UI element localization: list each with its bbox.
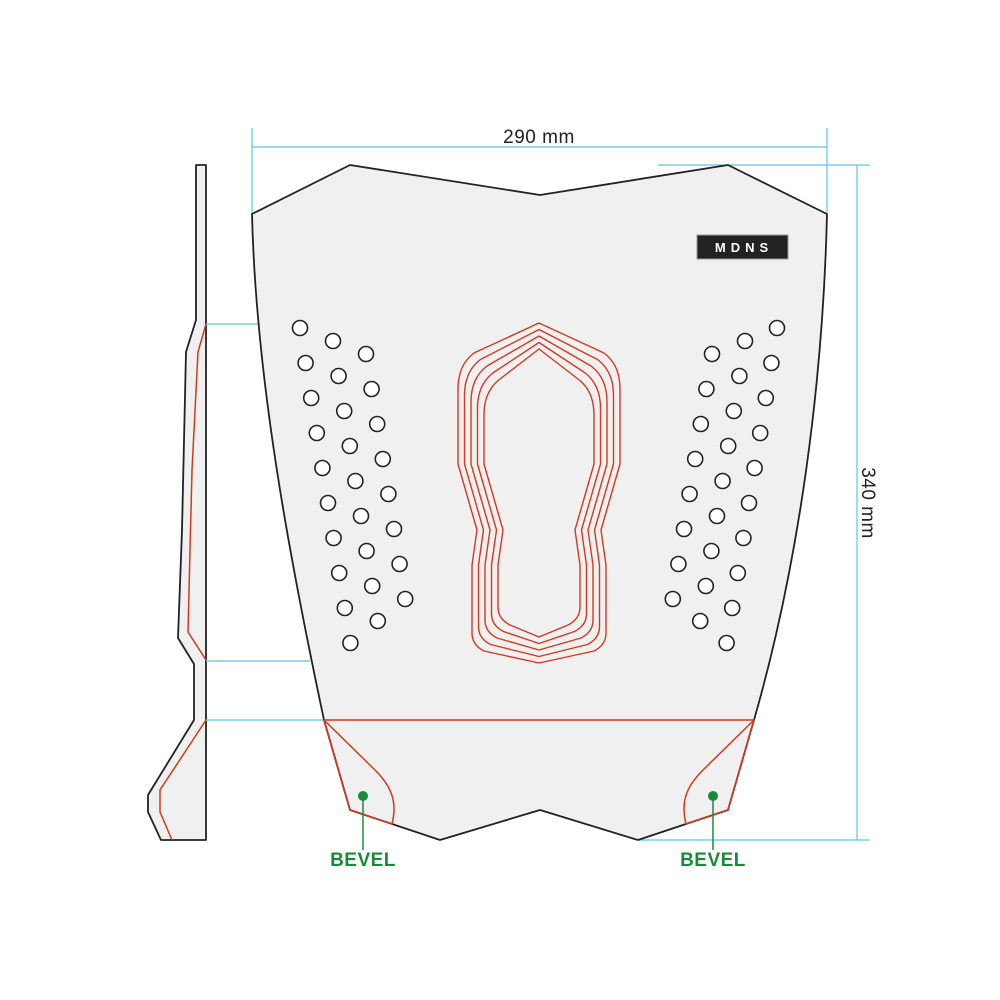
traction-hole-left — [369, 612, 387, 630]
traction-hole-left — [352, 507, 370, 525]
groove-ring — [476, 341, 602, 645]
traction-hole-right — [703, 345, 721, 363]
traction-hole-right — [736, 332, 754, 350]
traction-hole-right — [708, 507, 726, 525]
traction-hole-right — [697, 577, 715, 595]
traction-hole-left — [385, 520, 403, 538]
traction-hole-left — [358, 542, 375, 560]
logo-background — [696, 234, 789, 260]
traction-hole-left — [308, 424, 326, 442]
traction-hole-right — [718, 634, 735, 652]
side-profile-outline — [147, 164, 207, 841]
traction-hole-left — [325, 529, 342, 547]
width-dimension-label: 290 mm — [503, 127, 575, 148]
side-profile-arch-bevel — [187, 323, 207, 661]
traction-hole-right — [735, 529, 752, 547]
traction-hole-right — [670, 555, 687, 573]
traction-hole-right — [723, 599, 741, 617]
traction-hole-right — [692, 415, 710, 433]
bevel-right-area — [683, 719, 755, 825]
traction-hole-left — [391, 555, 408, 573]
traction-hole-right — [703, 542, 720, 560]
traction-hole-left — [374, 450, 392, 468]
groove-ring — [463, 328, 615, 658]
traction-hole-left — [336, 599, 354, 617]
bevel-callout-right: BEVEL — [680, 791, 746, 871]
groove-ring — [483, 348, 595, 638]
traction-hole-right — [675, 520, 693, 538]
traction-hole-right — [740, 494, 758, 512]
bevel-label-right: BEVEL — [680, 850, 746, 871]
traction-hole-left — [380, 485, 397, 503]
traction-hole-left — [342, 634, 359, 652]
traction-pad-top-view: MDNS — [251, 164, 828, 841]
traction-hole-left — [330, 367, 347, 385]
traction-hole-left — [368, 415, 386, 433]
traction-hole-left — [347, 472, 364, 490]
traction-hole-left — [314, 459, 331, 477]
side-profile-view — [147, 164, 207, 841]
traction-holes-left — [291, 319, 414, 652]
traction-hole-right — [746, 459, 763, 477]
logo-text: MDNS — [715, 240, 773, 255]
bevel-callout-left: BEVEL — [330, 791, 396, 871]
height-dimension-label: 340 mm — [857, 467, 878, 539]
traction-hole-right — [731, 367, 748, 385]
side-profile-kick-bevel — [159, 719, 207, 841]
groove-ring — [470, 335, 608, 651]
traction-hole-right — [719, 437, 737, 455]
dimension-lines — [206, 128, 870, 841]
traction-hole-left — [363, 577, 381, 595]
traction-hole-right — [681, 485, 698, 503]
bevel-marker-right — [708, 791, 718, 801]
traction-hole-left — [291, 319, 309, 337]
traction-hole-right — [751, 424, 769, 442]
traction-hole-left — [335, 402, 353, 420]
traction-hole-right — [729, 564, 747, 582]
traction-hole-right — [757, 389, 775, 407]
traction-hole-left — [363, 380, 380, 398]
traction-hole-right — [698, 380, 715, 398]
traction-hole-left — [341, 437, 359, 455]
traction-hole-right — [691, 612, 709, 630]
logo-badge: MDNS — [696, 234, 789, 260]
bevel-marker-left — [358, 791, 368, 801]
traction-hole-left — [330, 564, 348, 582]
traction-hole-right — [725, 402, 743, 420]
bevel-label-left: BEVEL — [330, 850, 396, 871]
traction-hole-right — [714, 472, 731, 490]
traction-hole-left — [302, 389, 320, 407]
bevel-left-area — [323, 719, 395, 825]
traction-hole-left — [324, 332, 342, 350]
traction-hole-left — [357, 345, 375, 363]
traction-hole-right — [664, 590, 682, 608]
traction-holes-right — [664, 319, 786, 652]
traction-hole-right — [763, 354, 780, 372]
traction-hole-right — [686, 450, 704, 468]
groove-ring — [457, 322, 621, 664]
traction-hole-left — [319, 494, 337, 512]
traction-hole-left — [297, 354, 314, 372]
traction-hole-left — [396, 590, 414, 608]
traction-hole-right — [768, 319, 786, 337]
arch-groove-rings — [457, 322, 621, 664]
